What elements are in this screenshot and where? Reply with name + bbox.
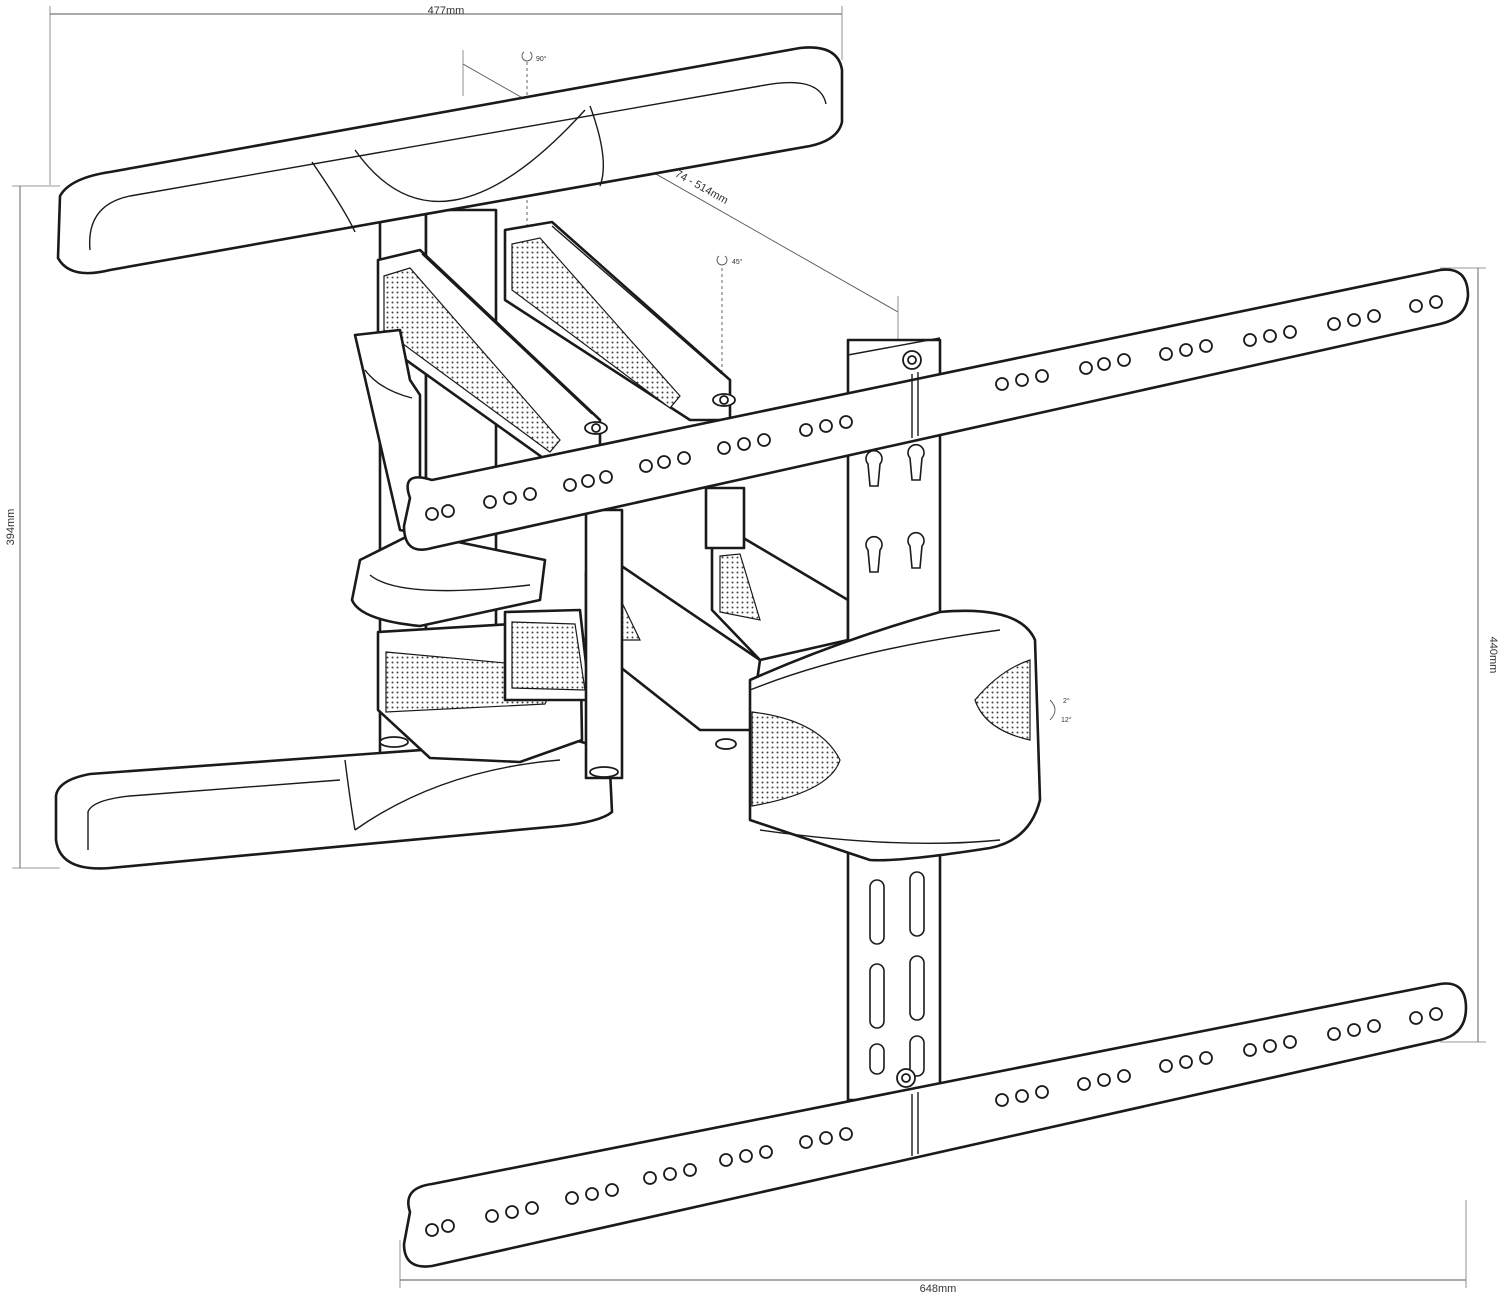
lower-tv-rail-holes <box>425 1007 1443 1237</box>
tilt-head <box>748 609 1042 862</box>
lower-arm-right <box>584 486 850 780</box>
dimension-diagonal-extension: 74 - 514mm <box>673 168 730 207</box>
dimension-top-width: 477mm <box>428 5 465 17</box>
angle-swivel-wall: 90° <box>536 55 547 63</box>
long-slots <box>869 871 925 1077</box>
rotation-arrow-icons <box>521 51 1056 721</box>
angle-tilt-down: 12° <box>1061 716 1072 724</box>
angle-swivel-arm: 45° <box>732 258 743 266</box>
upper-tv-rail <box>402 268 1470 551</box>
dimension-left-height: 394mm <box>5 509 17 546</box>
lower-arm-left <box>376 608 592 764</box>
angle-tilt-up: 2° <box>1063 697 1070 705</box>
upper-arm-right <box>503 220 736 422</box>
dimension-right-height: 440mm <box>1487 637 1499 674</box>
keyhole-slots <box>865 443 925 573</box>
middle-bracket <box>350 328 547 628</box>
upper-tv-rail-holes <box>425 295 1443 521</box>
dimension-bottom-width: 648mm <box>920 1283 957 1295</box>
